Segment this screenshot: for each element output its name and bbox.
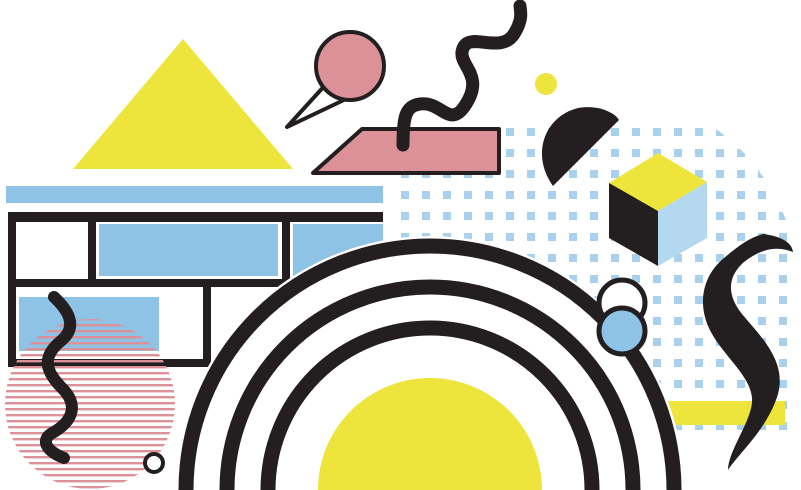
yellow-dot	[535, 73, 557, 95]
black-squiggle-left	[40, 291, 78, 464]
pink-circle	[314, 30, 386, 102]
stacked-rings	[596, 277, 648, 357]
pink-parallelogram	[311, 127, 501, 175]
black-rainbow-arcs	[178, 238, 682, 490]
black-s-curve	[702, 234, 793, 470]
isometric-cube	[609, 153, 707, 266]
yellow-triangle	[73, 39, 293, 169]
rainbow-backing	[176, 236, 684, 490]
black-squiggle-line	[396, 0, 528, 152]
black-half-circle	[541, 107, 619, 186]
yellow-semicircle	[318, 378, 542, 490]
small-ring	[143, 452, 165, 474]
